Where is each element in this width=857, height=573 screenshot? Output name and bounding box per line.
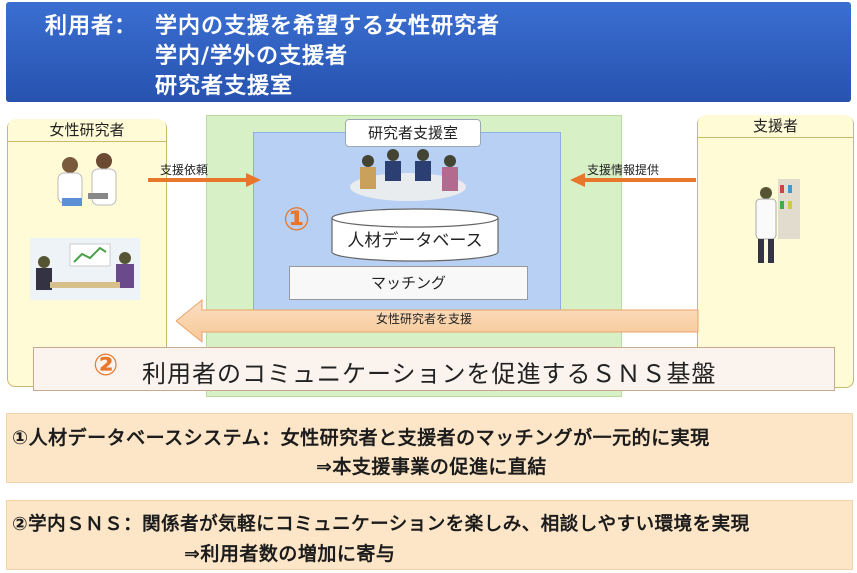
summary-box-1 xyxy=(6,413,853,483)
summary-1-line-2: ⇒本支援事業の促進に直結 xyxy=(316,456,547,478)
marker-1: ① xyxy=(283,200,311,238)
database-cylinder-icon xyxy=(331,208,499,262)
users-line-3: 研究者支援室 xyxy=(155,74,294,99)
users-line-2: 学内/学外の支援者 xyxy=(155,44,349,69)
meeting-illustration-icon xyxy=(30,238,140,300)
summary-2-line-2: ⇒利用者数の増加に寄与 xyxy=(184,543,396,565)
sns-platform-label: 利用者のコミュニケーションを促進するＳＮＳ基盤 xyxy=(142,360,717,388)
support-info-arrow-icon xyxy=(570,173,696,187)
researchers-panel: 女性研究者 xyxy=(7,119,167,387)
sns-platform-bar xyxy=(33,347,835,391)
supporters-panel-title: 支援者 xyxy=(698,115,853,138)
matching-box: マッチング xyxy=(289,266,528,300)
support-office-title: 研究者支援室 xyxy=(345,119,481,147)
summary-2-line-1: ②学内ＳＮＳ：関係者が気軽にコミュニケーションを楽しみ、相談しやすい環境を実現 xyxy=(12,514,750,535)
summary-1-line-1: ①人材データベースシステム：女性研究者と支援者のマッチングが一元的に実現 xyxy=(12,427,710,449)
support-researchers-arrow-icon xyxy=(176,298,699,344)
researchers-panel-title: 女性研究者 xyxy=(8,119,166,142)
users-label: 利用者： xyxy=(45,14,138,39)
supporters-panel: 支援者 xyxy=(697,115,854,388)
support-request-label: 支援依頼 xyxy=(160,163,209,177)
support-researchers-label: 女性研究者を支援 xyxy=(376,312,473,326)
scientist-illustration-icon xyxy=(755,179,800,263)
summary-box-2 xyxy=(6,500,853,570)
marker-2: ② xyxy=(93,348,119,383)
researchers-illustration-icon xyxy=(57,153,117,206)
office-meeting-illustration-icon xyxy=(350,149,466,201)
users-line-1: 学内の支援を希望する女性研究者 xyxy=(155,14,501,39)
hr-database-label: 人材データベース xyxy=(347,231,483,251)
support-info-label: 支援情報提供 xyxy=(587,163,660,177)
header-banner xyxy=(6,2,851,102)
support-request-arrow-icon xyxy=(148,173,261,187)
